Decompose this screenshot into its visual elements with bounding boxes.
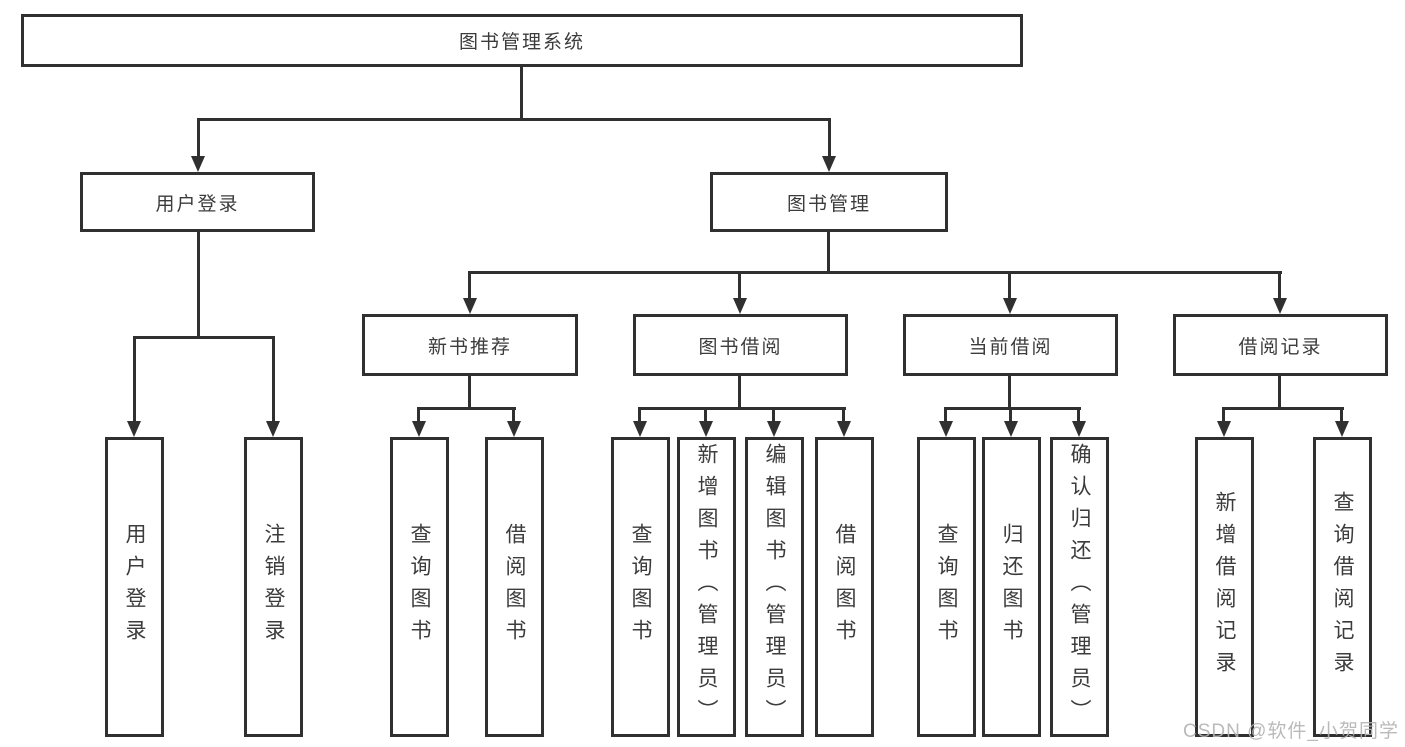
leaf-add-borrow-record-label: 新增借阅记录	[1213, 491, 1236, 683]
arrow-down-icon	[837, 421, 851, 437]
leaf-add-books-admin: 新增图书（管理员）	[677, 437, 736, 737]
node-book-management: 图书管理	[710, 172, 948, 232]
connector-line	[468, 375, 471, 407]
connector-line	[197, 231, 200, 336]
leaf-logout: 注销登录	[244, 437, 303, 737]
connector-line	[512, 407, 515, 423]
connector-line	[827, 231, 830, 271]
node-book-management-label: 图书管理	[786, 193, 871, 215]
connector-line	[133, 336, 275, 339]
node-book-borrowing: 图书借阅	[633, 314, 848, 376]
leaf-add-books-admin-label: 新增图书（管理员）	[695, 443, 718, 731]
node-borrowing-records: 借阅记录	[1173, 314, 1388, 376]
leaf-query-books-2: 查询图书	[611, 437, 670, 737]
leaf-return-books-label: 归还图书	[1000, 523, 1023, 651]
leaf-logout-label: 注销登录	[262, 523, 285, 651]
connector-line	[197, 118, 831, 121]
leaf-confirm-return-admin: 确认归还（管理员）	[1050, 437, 1109, 737]
connector-line	[1278, 271, 1281, 299]
arrow-down-icon	[191, 156, 205, 172]
connector-line	[704, 407, 707, 423]
connector-line	[417, 407, 420, 423]
leaf-query-borrow-record-label: 查询借阅记录	[1331, 491, 1354, 683]
connector-line	[272, 336, 275, 422]
leaf-borrow-books-label: 借阅图书	[503, 523, 526, 651]
node-new-book-recommendation-label: 新书推荐	[427, 336, 512, 358]
connector-line	[197, 118, 200, 158]
node-current-borrowing: 当前借阅	[903, 314, 1118, 376]
connector-line	[1008, 375, 1011, 407]
node-new-book-recommendation: 新书推荐	[362, 314, 578, 376]
leaf-query-books-3-label: 查询图书	[935, 523, 958, 651]
node-current-borrowing-label: 当前借阅	[968, 336, 1053, 358]
arrow-down-icon	[463, 298, 477, 314]
connector-line	[468, 271, 1282, 274]
connector-line	[1077, 407, 1080, 423]
connector-line	[944, 407, 1081, 410]
leaf-edit-books-admin-label: 编辑图书（管理员）	[763, 443, 786, 731]
arrow-down-icon	[1273, 298, 1287, 314]
connector-line	[417, 407, 516, 410]
connector-line	[944, 407, 947, 423]
arrow-down-icon	[1217, 421, 1231, 437]
connector-line	[520, 65, 523, 118]
connector-line	[1009, 407, 1012, 423]
arrow-down-icon	[127, 421, 141, 437]
arrow-down-icon	[1072, 421, 1086, 437]
node-borrowing-records-label: 借阅记录	[1238, 336, 1323, 358]
leaf-edit-books-admin: 编辑图书（管理员）	[745, 437, 804, 737]
leaf-query-books-2-label: 查询图书	[629, 523, 652, 651]
leaf-borrow-books-2: 借阅图书	[815, 437, 874, 737]
arrow-down-icon	[1003, 298, 1017, 314]
node-root: 图书管理系统	[21, 14, 1023, 67]
leaf-user-login-label: 用户登录	[123, 523, 146, 651]
watermark-text: CSDN @软件_小贺同学	[1183, 721, 1399, 742]
connector-line	[1222, 407, 1344, 410]
connector-line	[1222, 407, 1225, 423]
connector-line	[638, 407, 846, 410]
node-user-login-label: 用户登录	[155, 193, 240, 215]
leaf-query-books-3: 查询图书	[917, 437, 976, 737]
node-user-login: 用户登录	[80, 172, 315, 232]
arrow-down-icon	[767, 421, 781, 437]
leaf-user-login: 用户登录	[105, 437, 164, 737]
node-root-label: 图书管理系统	[458, 32, 585, 53]
connector-line	[1340, 407, 1343, 423]
arrow-down-icon	[822, 156, 836, 172]
connector-line	[738, 375, 741, 407]
leaf-query-books: 查询图书	[390, 437, 449, 737]
leaf-borrow-books: 借阅图书	[485, 437, 544, 737]
arrow-down-icon	[266, 421, 280, 437]
connector-line	[772, 407, 775, 423]
arrow-down-icon	[507, 421, 521, 437]
arrow-down-icon	[1335, 421, 1349, 437]
leaf-query-books-label: 查询图书	[408, 523, 431, 651]
arrow-down-icon	[939, 421, 953, 437]
arrow-down-icon	[633, 421, 647, 437]
connector-line	[842, 407, 845, 423]
leaf-borrow-books-2-label: 借阅图书	[833, 523, 856, 651]
connector-line	[133, 336, 136, 422]
arrow-down-icon	[1004, 421, 1018, 437]
arrow-down-icon	[733, 298, 747, 314]
connector-line	[1278, 375, 1281, 407]
arrow-down-icon	[699, 421, 713, 437]
connector-line	[1008, 271, 1011, 299]
leaf-query-borrow-record: 查询借阅记录	[1313, 437, 1372, 737]
leaf-return-books: 归还图书	[982, 437, 1041, 737]
connector-line	[638, 407, 641, 423]
connector-line	[828, 118, 831, 158]
node-book-borrowing-label: 图书借阅	[698, 336, 783, 358]
connector-line	[738, 271, 741, 299]
leaf-confirm-return-admin-label: 确认归还（管理员）	[1068, 443, 1091, 731]
connector-line	[468, 271, 471, 299]
arrow-down-icon	[412, 421, 426, 437]
leaf-add-borrow-record: 新增借阅记录	[1195, 437, 1254, 737]
